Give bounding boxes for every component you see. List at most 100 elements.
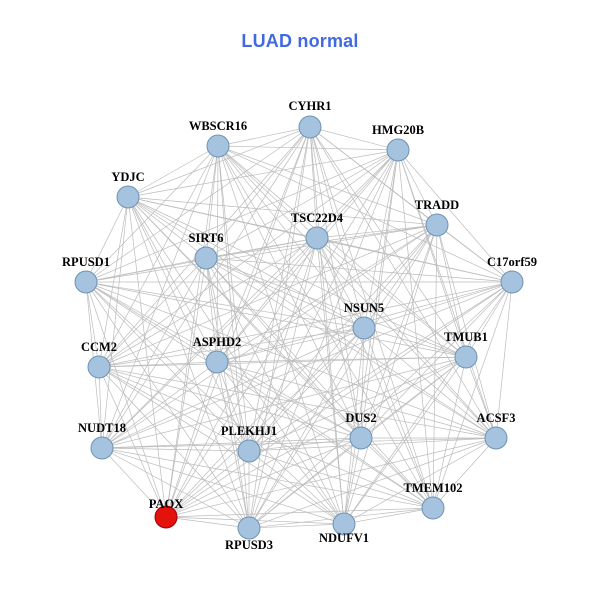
edge-TSC22D4-PLEKHJ1 bbox=[248, 237, 318, 452]
edge-WBSCR16-NUDT18 bbox=[101, 145, 219, 449]
edge-PLEKHJ1-NDUFV1 bbox=[248, 450, 345, 525]
edge-WBSCR16-ACSF3 bbox=[217, 145, 497, 439]
edge-TMUB1-PAOX bbox=[165, 356, 467, 518]
edge-CYHR1-DUS2 bbox=[309, 126, 362, 439]
node-RPUSD3 bbox=[237, 516, 261, 540]
edge-HMG20B-TMUB1 bbox=[397, 149, 467, 358]
edge-C17orf59-NDUFV1 bbox=[343, 281, 513, 525]
node-TSC22D4 bbox=[305, 226, 329, 250]
edge-HMG20B-RPUSD3 bbox=[248, 149, 399, 529]
edge-ASPHD2-NUDT18 bbox=[101, 361, 218, 449]
node-PLEKHJ1 bbox=[237, 439, 261, 463]
edge-CCM2-PLEKHJ1 bbox=[98, 366, 250, 452]
nodes-layer bbox=[74, 115, 524, 540]
edge-YDJC-RPUSD3 bbox=[127, 196, 250, 529]
edge-ACSF3-NUDT18 bbox=[101, 437, 497, 449]
edge-NUDT18-TMEM102 bbox=[101, 447, 434, 509]
node-ASPHD2 bbox=[205, 350, 229, 374]
edge-NSUN5-NUDT18 bbox=[101, 327, 365, 449]
node-label-NDUFV1: NDUFV1 bbox=[319, 531, 369, 545]
node-SIRT6 bbox=[194, 246, 218, 270]
edge-C17orf59-NSUN5 bbox=[363, 281, 513, 329]
node-label-SIRT6: SIRT6 bbox=[189, 231, 224, 245]
edge-YDJC-DUS2 bbox=[127, 196, 362, 439]
edge-NSUN5-TMEM102 bbox=[363, 327, 434, 509]
edge-ASPHD2-TMEM102 bbox=[216, 361, 434, 509]
edge-YDJC-TMUB1 bbox=[127, 196, 467, 358]
node-label-RPUSD1: RPUSD1 bbox=[62, 255, 110, 269]
edge-DUS2-TMEM102 bbox=[360, 437, 434, 509]
edge-C17orf59-CCM2 bbox=[98, 281, 513, 368]
node-PAOX-highlight bbox=[154, 505, 178, 529]
edge-HMG20B-C17orf59 bbox=[397, 149, 513, 283]
edge-TRADD-ACSF3 bbox=[436, 224, 497, 439]
edge-NSUN5-NDUFV1 bbox=[343, 327, 365, 525]
edge-ASPHD2-PLEKHJ1 bbox=[216, 361, 250, 452]
edge-HMG20B-TRADD bbox=[397, 149, 438, 226]
edge-HMG20B-RPUSD1 bbox=[85, 149, 399, 283]
node-NSUN5 bbox=[352, 316, 376, 340]
edge-C17orf59-DUS2 bbox=[360, 281, 513, 439]
edge-TRADD-NSUN5 bbox=[363, 224, 438, 329]
edge-TSC22D4-NDUFV1 bbox=[316, 237, 345, 525]
node-label-CCM2: CCM2 bbox=[81, 340, 117, 354]
node-ACSF3 bbox=[484, 426, 508, 450]
edge-DUS2-RPUSD3 bbox=[248, 437, 362, 529]
edge-YDJC-PLEKHJ1 bbox=[127, 196, 250, 452]
edge-CYHR1-PAOX bbox=[165, 126, 311, 518]
edge-CYHR1-HMG20B bbox=[309, 126, 399, 151]
node-CYHR1 bbox=[298, 115, 322, 139]
edge-TMUB1-TMEM102 bbox=[432, 356, 467, 509]
edge-WBSCR16-YDJC bbox=[127, 145, 219, 198]
edge-SIRT6-CCM2 bbox=[98, 257, 207, 368]
edge-ACSF3-TMEM102 bbox=[432, 437, 497, 509]
node-CCM2 bbox=[87, 355, 111, 379]
edge-YDJC-SIRT6 bbox=[127, 196, 207, 259]
edge-CYHR1-TSC22D4 bbox=[309, 126, 318, 239]
edge-HMG20B-YDJC bbox=[127, 149, 399, 198]
edge-TSC22D4-DUS2 bbox=[316, 237, 362, 439]
edge-CYHR1-TMUB1 bbox=[309, 126, 467, 358]
node-label-RPUSD3: RPUSD3 bbox=[225, 538, 273, 552]
node-label-PAOX: PAOX bbox=[149, 497, 184, 511]
edge-ACSF3-PAOX bbox=[165, 437, 497, 518]
edge-WBSCR16-TMUB1 bbox=[217, 145, 467, 358]
edge-RPUSD1-NSUN5 bbox=[85, 281, 365, 329]
edge-RPUSD1-PAOX bbox=[85, 281, 167, 518]
edge-C17orf59-ACSF3 bbox=[495, 281, 513, 439]
edge-TRADD-PAOX bbox=[165, 224, 438, 518]
edge-TMUB1-CCM2 bbox=[98, 356, 467, 368]
edge-RPUSD1-NDUFV1 bbox=[85, 281, 345, 525]
edge-TSC22D4-NSUN5 bbox=[316, 237, 365, 329]
edge-HMG20B-NUDT18 bbox=[101, 149, 399, 449]
edge-HMG20B-CCM2 bbox=[98, 149, 399, 368]
edge-CYHR1-SIRT6 bbox=[205, 126, 311, 259]
edge-CCM2-TMEM102 bbox=[98, 366, 434, 509]
edge-RPUSD1-TMUB1 bbox=[85, 281, 467, 358]
edge-ASPHD2-PAOX bbox=[165, 361, 218, 518]
node-label-TMUB1: TMUB1 bbox=[444, 330, 488, 344]
edge-YDJC-NUDT18 bbox=[101, 196, 129, 449]
edge-YDJC-TRADD bbox=[127, 196, 438, 226]
edge-RPUSD1-ASPHD2 bbox=[85, 281, 218, 363]
edge-CCM2-DUS2 bbox=[98, 366, 362, 439]
node-label-TMEM102: TMEM102 bbox=[403, 481, 462, 495]
node-label-DUS2: DUS2 bbox=[345, 411, 376, 425]
edge-NSUN5-ASPHD2 bbox=[216, 327, 365, 363]
edge-ACSF3-PLEKHJ1 bbox=[248, 437, 497, 452]
node-label-YDJC: YDJC bbox=[111, 170, 144, 184]
node-DUS2 bbox=[349, 426, 373, 450]
edge-WBSCR16-TSC22D4 bbox=[217, 145, 318, 239]
edge-TRADD-RPUSD3 bbox=[248, 224, 438, 529]
node-label-WBSCR16: WBSCR16 bbox=[189, 119, 247, 133]
edge-TRADD-ASPHD2 bbox=[216, 224, 438, 363]
edge-SIRT6-ACSF3 bbox=[205, 257, 497, 439]
edge-PLEKHJ1-TMEM102 bbox=[248, 450, 434, 509]
edge-C17orf59-PAOX bbox=[165, 281, 513, 518]
node-WBSCR16 bbox=[206, 134, 230, 158]
edge-SIRT6-DUS2 bbox=[205, 257, 362, 439]
node-label-NSUN5: NSUN5 bbox=[344, 301, 384, 315]
